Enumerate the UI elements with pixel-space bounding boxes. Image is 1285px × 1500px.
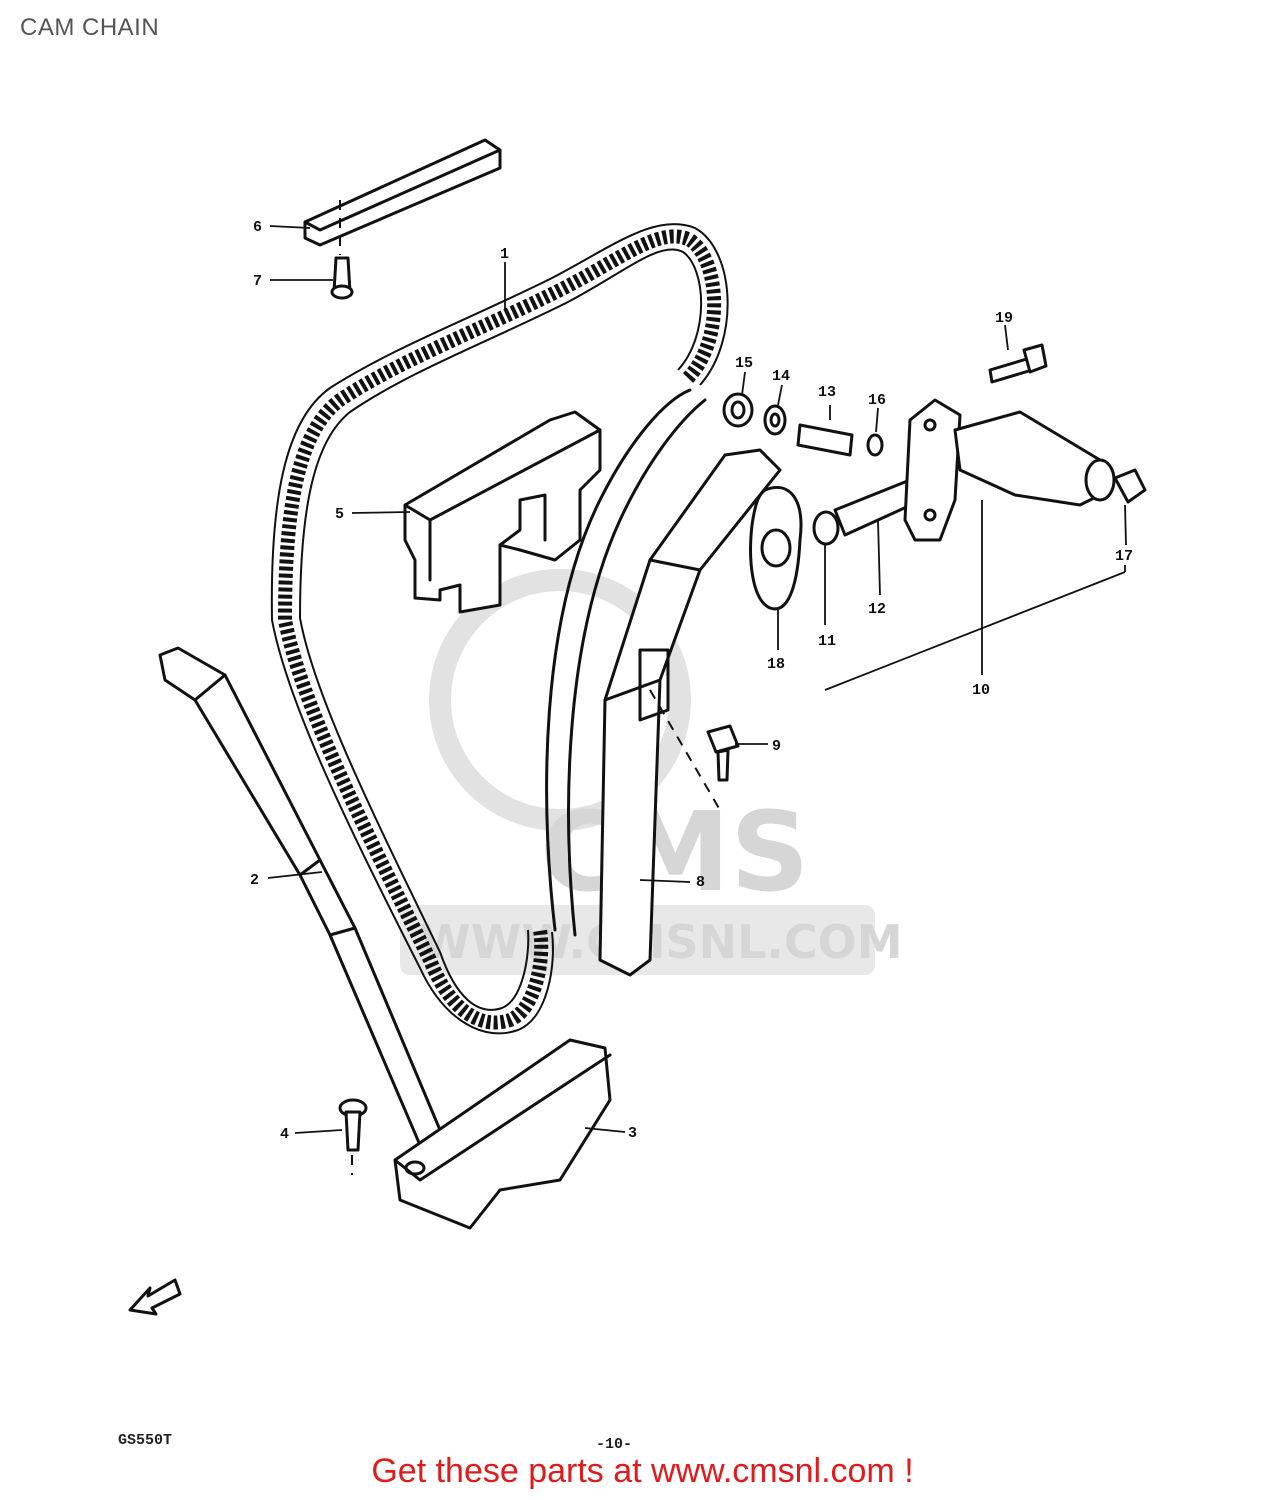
callout-1: 1 [500,246,509,263]
part-10-tensioner-body [903,398,1116,542]
part-4-screw [338,1098,368,1175]
part-8-right-guide [545,388,782,977]
callouts: 1 2 3 4 5 6 7 8 9 10 11 12 13 14 15 16 1… [250,219,1133,1143]
part-17-locknut [1113,468,1147,504]
leader-lines [267,225,1127,1134]
part-3-lower-guide [393,1038,612,1230]
callout-10: 10 [972,682,990,699]
callout-9: 9 [772,738,781,755]
callout-15: 15 [735,355,753,372]
diagram-code: GS550T [118,1432,173,1449]
part-16-oring [866,433,884,457]
callout-12: 12 [868,601,886,618]
part-13-spring [796,423,854,457]
front-arrow-icon [128,1278,182,1316]
part-18-gasket [749,486,803,611]
callout-2: 2 [250,872,259,889]
part-7-screw [330,256,354,300]
watermark: CMS WWW.CMSNL.COM [400,569,903,975]
get-parts-link[interactable]: Get these parts at www.cmsnl.com ! [371,1452,914,1490]
callout-11: 11 [818,633,836,650]
part-9-bolt [649,689,740,811]
callout-17: 17 [1115,548,1133,565]
page-number: -10- [596,1436,633,1453]
callout-5: 5 [335,506,344,523]
callout-18: 18 [767,656,785,673]
watermark-url-text: WWW.CMSNL.COM [420,915,903,969]
callout-3: 3 [628,1125,637,1142]
part-1-cam-chain [270,223,729,1035]
part-5-upper-chain-guide [403,410,602,614]
callout-16: 16 [868,392,886,409]
callout-19: 19 [995,310,1013,327]
part-14-washer [763,404,787,436]
callout-6: 6 [253,219,262,236]
part-6-upper-guide [303,138,502,255]
part-15-washer [722,392,754,428]
callout-14: 14 [772,368,790,385]
part-19-bolt [988,343,1048,384]
callout-7: 7 [253,273,262,290]
callout-4: 4 [280,1126,289,1143]
watermark-logo-text: CMS [540,788,809,916]
callout-8: 8 [696,874,705,891]
callout-13: 13 [818,384,836,401]
page-title: CAM CHAIN [20,14,160,41]
